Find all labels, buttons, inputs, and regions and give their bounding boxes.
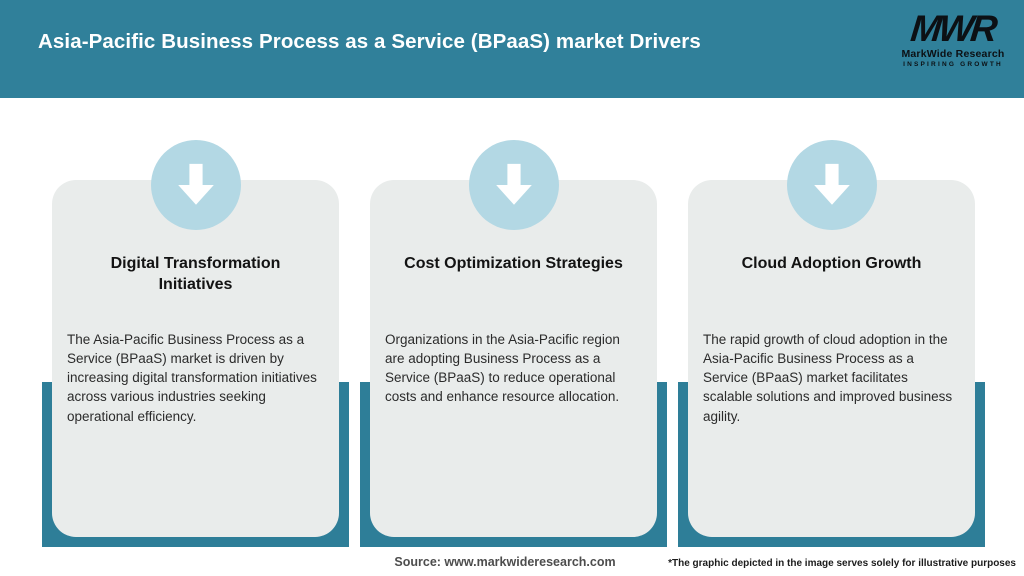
logo-tagline: INSPIRING GROWTH (903, 61, 1003, 68)
down-arrow-icon (150, 140, 241, 230)
card-body-text: The Asia-Pacific Business Process as a S… (67, 332, 317, 424)
header-bar: Asia-Pacific Business Process as a Servi… (0, 0, 1024, 98)
card-surface: Digital Transformation Initiatives The A… (52, 180, 339, 537)
card-title: Cloud Adoption Growth (741, 255, 922, 272)
down-arrow-icon (468, 140, 559, 230)
card-surface: Cost Optimization Strategies Organizatio… (370, 180, 657, 537)
card-title: Cost Optimization Strategies (404, 255, 623, 272)
card-title: Digital Transformation Initiatives (110, 255, 281, 293)
driver-card-digital-transformation: Digital Transformation Initiatives The A… (42, 0, 349, 576)
markwide-logo: MWR MarkWide Research INSPIRING GROWTH (898, 8, 1008, 68)
card-body-text: Organizations in the Asia-Pacific region… (385, 332, 620, 405)
page-title: Asia-Pacific Business Process as a Servi… (38, 30, 701, 53)
disclaimer-text: *The graphic depicted in the image serve… (668, 558, 1016, 569)
driver-card-cloud-adoption: Cloud Adoption Growth The rapid growth o… (678, 0, 985, 576)
logo-name: MarkWide Research (901, 48, 1005, 60)
card-body-text: The rapid growth of cloud adoption in th… (703, 332, 953, 424)
source-text: Source: www.markwideresearch.com (394, 555, 616, 569)
card-surface: Cloud Adoption Growth The rapid growth o… (688, 180, 975, 537)
down-arrow-icon (786, 140, 877, 230)
driver-card-cost-optimization: Cost Optimization Strategies Organizatio… (360, 0, 667, 576)
